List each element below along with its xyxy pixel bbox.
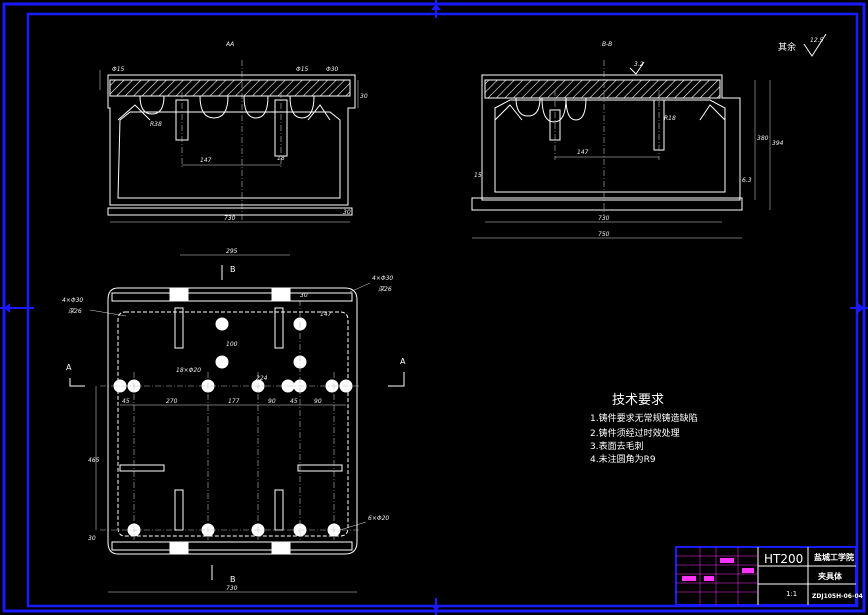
section-bb-label: B-B (602, 41, 612, 48)
plan-depth-dim: 465 (88, 457, 100, 464)
aa-bottom-r-dim: 30 (343, 209, 351, 216)
plan-top-dim: 295 (226, 248, 238, 255)
aa-inner-r-dim: R38 (150, 121, 162, 128)
note-item-3: 3.表面去毛刺 (590, 440, 644, 452)
roughness-remaining-label: 其余 (778, 41, 796, 53)
bb-right1-dim: 380 (757, 135, 769, 142)
aa-bosses (139, 95, 315, 157)
title-block: HT200 盐城工学院 夹具体 1:1 ZDJ105H-06-04 (675, 546, 863, 606)
aa-top-mid-dim: Φ15 (296, 66, 309, 73)
bb-outer-dim: 750 (598, 231, 610, 238)
note-item-2: 2.铸件须经过时效处理 (590, 427, 680, 439)
aa-top-left-dim: Φ15 (112, 66, 125, 73)
plan-section-a-left: A (66, 363, 72, 372)
plan-dia-tl: 4×Φ30 (62, 297, 83, 304)
plan-width-dim: 730 (226, 585, 238, 592)
plan-c2: 270 (166, 398, 178, 405)
plan-section-b-top: B (230, 265, 236, 274)
plan-holes-dim: 18×Φ20 (176, 367, 201, 374)
technical-requirements: 技术要求 1.铸件要求无常规铸造缺陷 2.铸件须经过时效处理 3.表面去毛刺 4… (590, 393, 698, 465)
plan-c1: 45 (122, 398, 130, 405)
bb-right2-dim: 394 (772, 140, 784, 147)
plan-c7: 30 (88, 535, 96, 542)
plan-r4: 30 (300, 292, 308, 299)
plan-c5: 45 (290, 398, 298, 405)
plan-c4: 90 (268, 398, 276, 405)
bb-right3-dim: 6.3 (742, 177, 752, 184)
aa-top-right-dim: Φ30 (326, 66, 339, 73)
title-scale: 1:1 (786, 590, 797, 598)
plan-r2: 147 (320, 311, 332, 318)
plan-c6: 90 (314, 398, 322, 405)
note-item-4: 4.未注圆角为R9 (590, 453, 656, 465)
plan-section-a-right: A (400, 357, 406, 366)
title-part-name: 夹具体 (818, 571, 843, 581)
plan-dia-tr-sub: 深26 (378, 286, 392, 293)
plan-section-b-bottom: B (230, 575, 236, 584)
title-drawing-no: ZDJ105H-06-04 (812, 593, 863, 600)
roughness-value: 12.5 (810, 37, 824, 44)
bb-inner-dim: 730 (598, 215, 610, 222)
bb-r-dim: R18 (664, 115, 676, 122)
title-school: 盐城工学院 (814, 552, 854, 562)
bb-bosses (515, 97, 665, 151)
aa-width-dim: 730 (224, 215, 236, 222)
title-material: HT200 (764, 552, 803, 566)
plan-r1: 100 (226, 341, 238, 348)
plan-bottom-holes-dim: 6×Φ20 (368, 515, 389, 522)
plan-dia-tr: 4×Φ30 (372, 275, 393, 282)
plan-c3: 177 (228, 398, 240, 405)
section-aa-view: AA 730 147 Φ15 Φ15 Φ30 30 30 (99, 41, 368, 223)
plan-view: 295 730 465 4×Φ30 深26 4×Φ30 深26 18×Φ20 6… (62, 248, 406, 593)
plan-holes (113, 317, 353, 537)
bb-center-dim: 147 (577, 149, 589, 156)
aa-hole-dim: 18 (277, 155, 285, 162)
section-bb-view: B-B 730 750 147 380 394 6.3 R18 15 3.2 (471, 41, 784, 239)
note-item-1: 1.铸件要求无常规铸造缺陷 (590, 412, 698, 424)
plan-dia-tl-sub: 深26 (68, 308, 82, 315)
roughness-remaining: 其余 12.5 (778, 33, 827, 57)
bb-roughness: 3.2 (634, 61, 644, 68)
aa-center-dim: 147 (200, 157, 212, 164)
aa-right-h-dim: 30 (360, 93, 368, 100)
bb-small-dim: 15 (474, 172, 482, 179)
notes-title: 技术要求 (612, 393, 664, 408)
plan-r3: 224 (256, 375, 268, 382)
section-aa-label: AA (225, 41, 234, 48)
